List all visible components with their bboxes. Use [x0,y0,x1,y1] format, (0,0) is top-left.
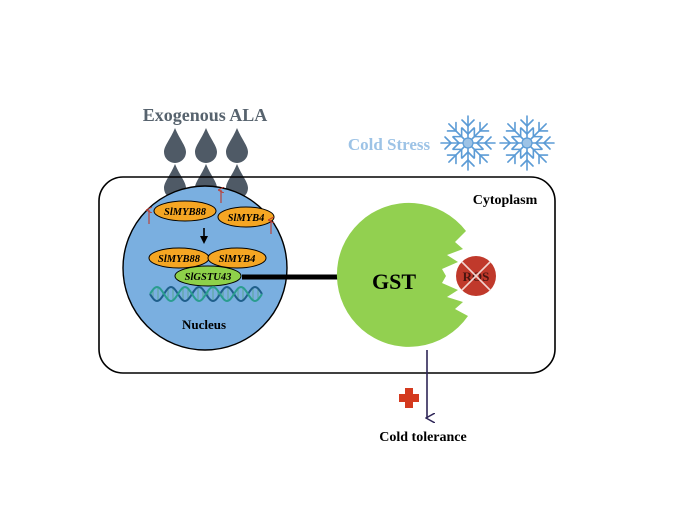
exogenous-ala-label: Exogenous ALA [143,105,268,125]
upregulation-arrows [149,190,271,234]
slmyb4-top-label: SlMYB4 [228,213,265,224]
cold-stress-label: Cold Stress [348,135,431,154]
slmyb88-bottom-label: SlMYB88 [158,254,201,265]
snowflake-icon [440,115,496,171]
slmyb4-bottom-label: SlMYB4 [219,254,256,265]
snowflake-icon [499,115,555,171]
ros-cross-out [459,259,493,293]
red-cross-icon [399,388,419,408]
water-drop-icon [195,128,217,163]
water-drop-icon [164,128,186,163]
slmyb88-top-label: SlMYB88 [164,207,207,218]
gst-enzyme [336,202,468,347]
gst-label: GST [372,269,416,294]
slmyb4-top [217,206,275,228]
slmyb88-top [153,200,217,222]
dna-helix-icon [149,285,263,303]
slgstu43-label: SlGSTU43 [185,272,232,283]
cold-tolerance-label: Cold tolerance [379,430,466,445]
slgstu43 [174,265,242,287]
cytoplasm-label: Cytoplasm [473,193,538,208]
water-drop-icon [226,128,248,163]
nucleus-label: Nucleus [182,317,226,332]
cell-boundary [98,176,556,374]
slmyb4-bottom [207,247,267,269]
